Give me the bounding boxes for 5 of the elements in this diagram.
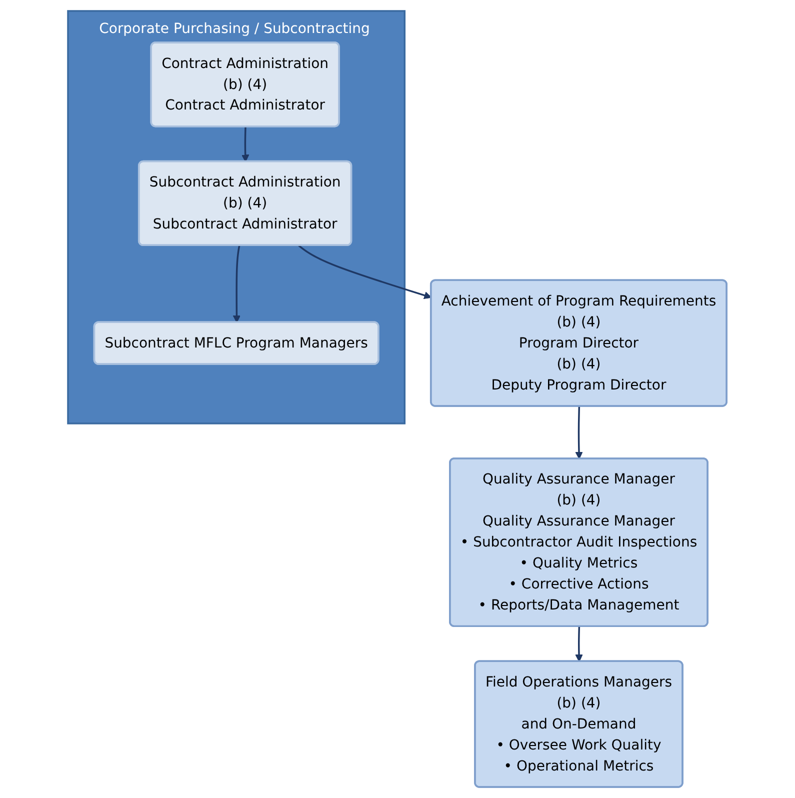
arrow (242, 126, 250, 162)
arrow (575, 626, 584, 662)
arrow (575, 406, 584, 460)
arrow (298, 244, 432, 300)
arrow (233, 245, 241, 323)
